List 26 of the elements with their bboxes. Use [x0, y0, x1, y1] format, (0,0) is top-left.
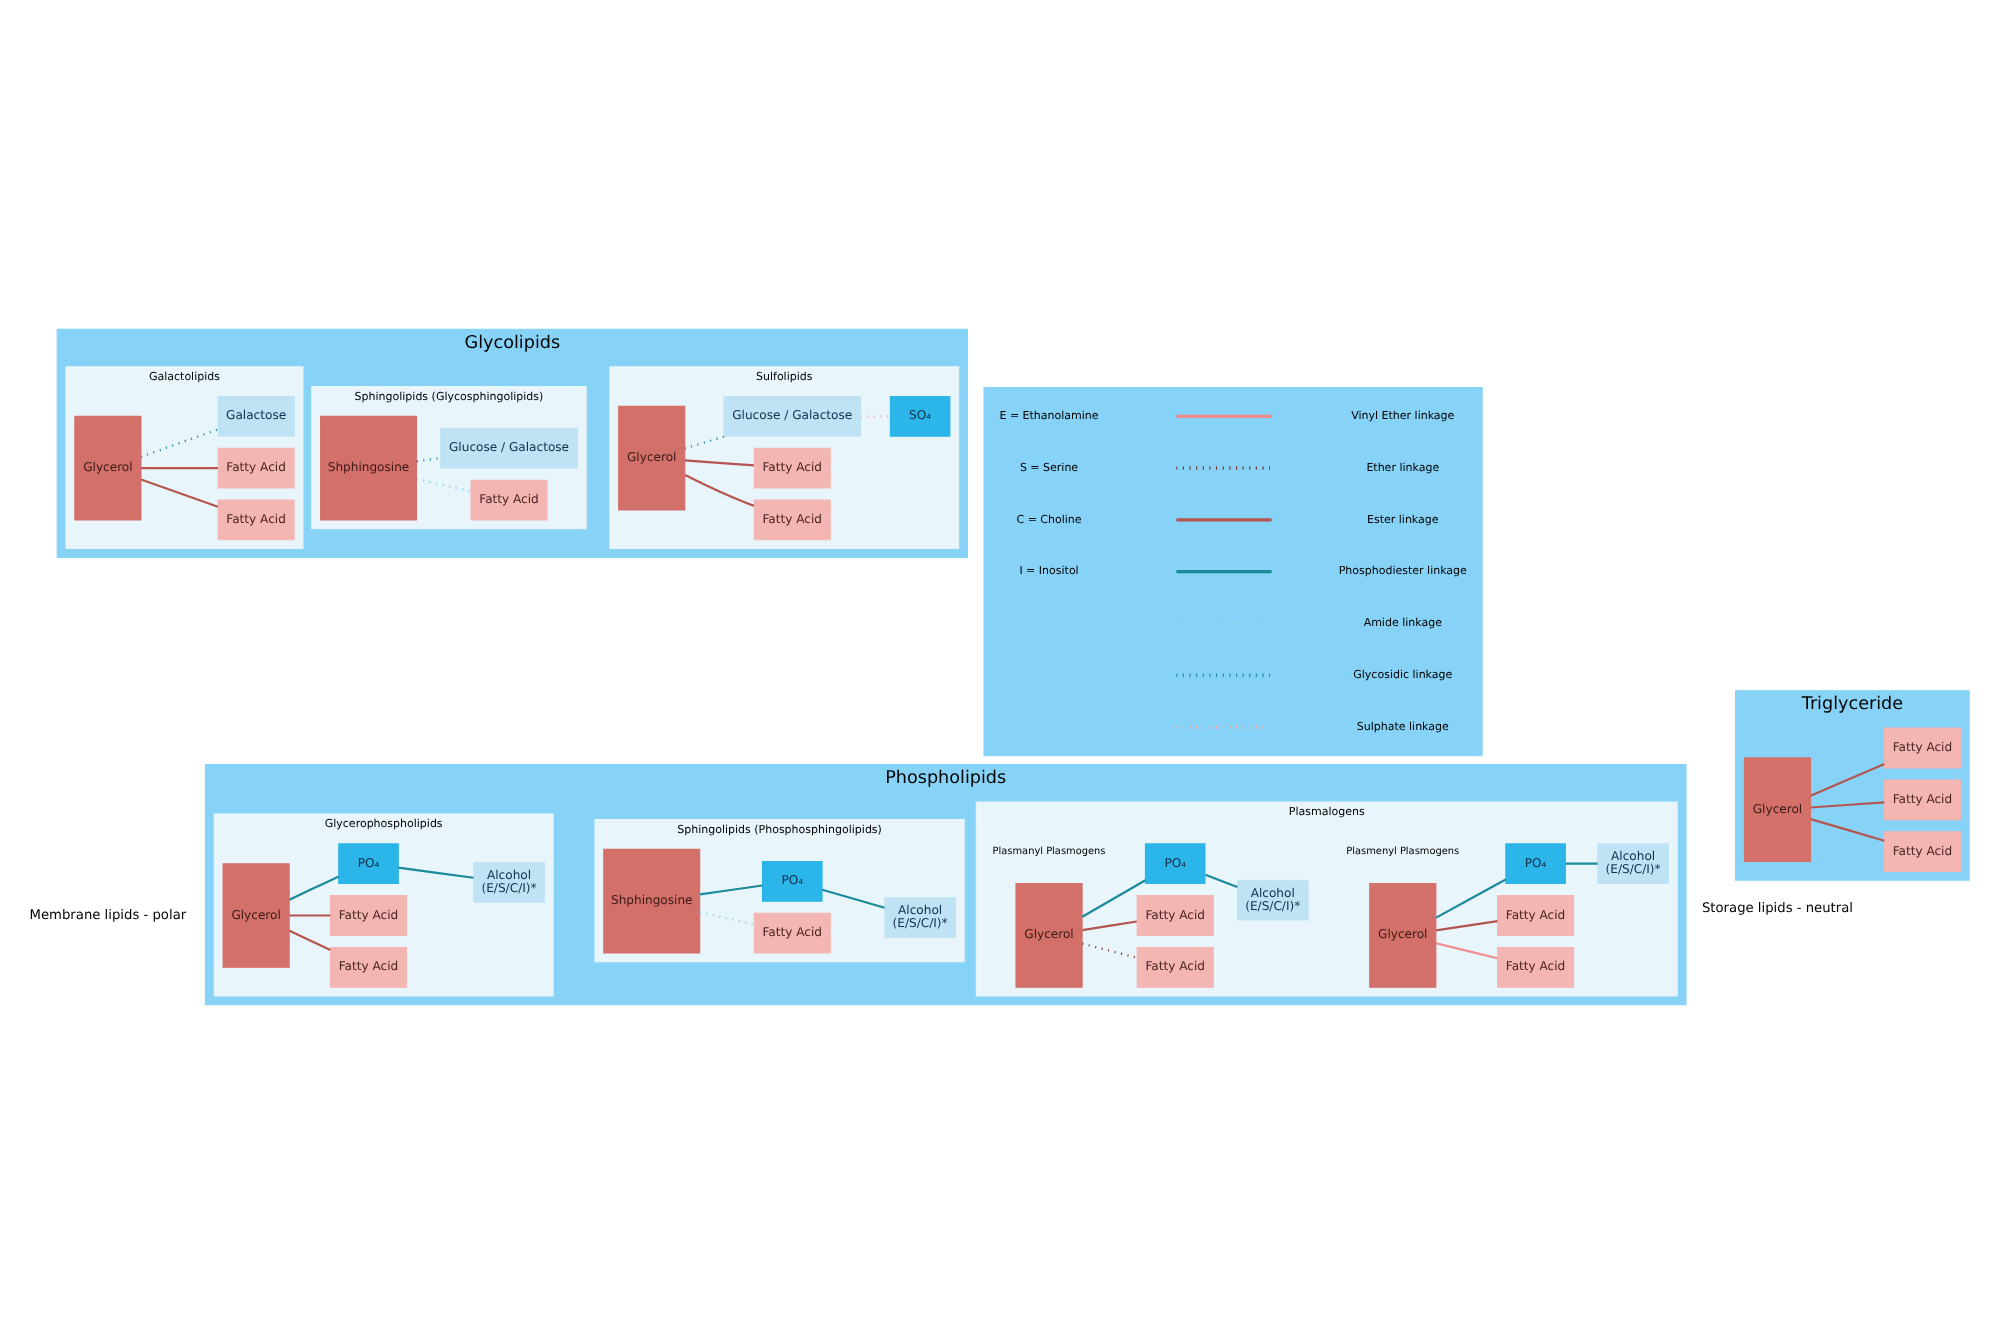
- connector: [141, 466, 218, 470]
- connector: [699, 884, 763, 896]
- connector: [684, 473, 755, 507]
- connector: [140, 428, 219, 458]
- connector: [416, 477, 472, 493]
- connector: [289, 914, 331, 917]
- connector: [288, 929, 331, 951]
- connector: [821, 888, 885, 909]
- connector: [1810, 801, 1885, 809]
- connector: [1082, 942, 1138, 959]
- connector: [1435, 942, 1498, 960]
- connector: [1081, 879, 1146, 918]
- node-box: [983, 387, 1483, 757]
- connector: [1435, 878, 1507, 919]
- connector: [1082, 920, 1137, 932]
- connector: [1205, 873, 1238, 889]
- connector: [699, 911, 755, 926]
- connector: [1810, 762, 1885, 797]
- connector: [289, 875, 340, 901]
- connector: [684, 435, 726, 450]
- connector: [1565, 862, 1598, 865]
- connector: [684, 459, 754, 467]
- connector: [1810, 818, 1885, 842]
- connector: [398, 866, 474, 879]
- connector: [140, 478, 219, 508]
- connector: [1436, 920, 1498, 932]
